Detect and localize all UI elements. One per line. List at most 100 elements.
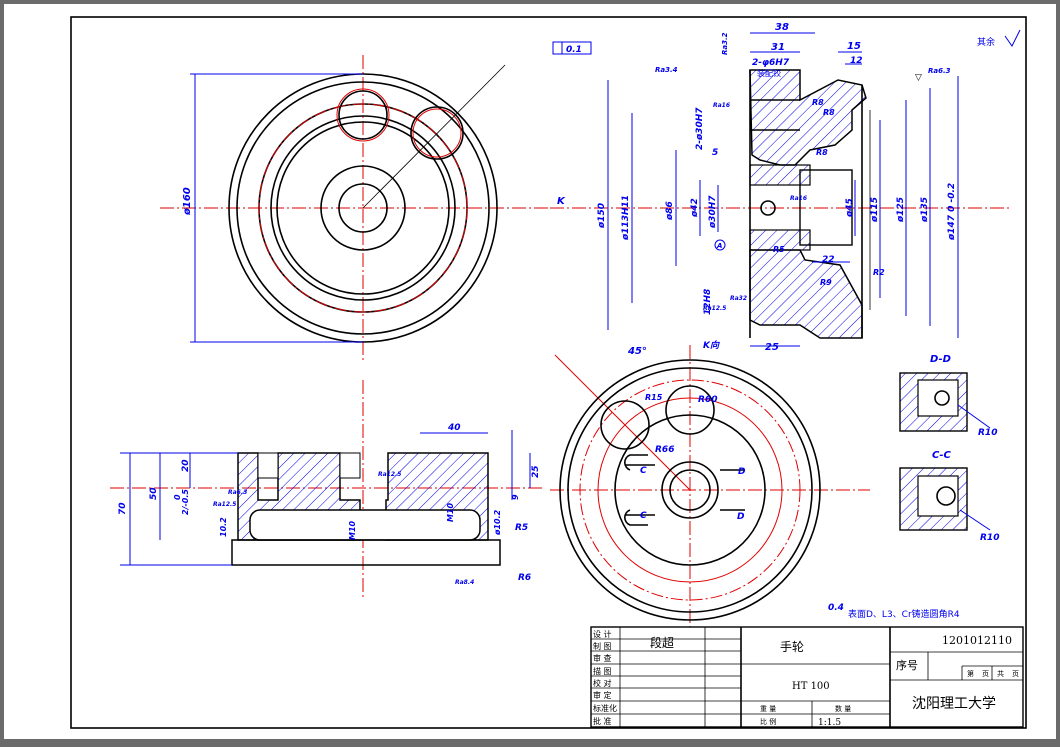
ra-top: Ra3.2 — [721, 32, 729, 55]
sheet-label-0: 第 — [967, 669, 974, 678]
dim-d147: ø147 0 -0.2 — [947, 183, 957, 241]
dim-r15: R15 — [645, 393, 663, 402]
side-section-view: 40 70 50 20 2/-0.5 0 10.2 M10 M10 ø10.2 … — [110, 380, 545, 600]
datum-a: A — [716, 242, 722, 250]
part-name: 手轮 — [780, 640, 804, 654]
tb-row-3: 描 图 — [593, 666, 612, 676]
dim-0: 0 — [173, 494, 182, 500]
title-block: 设 计 制 图 审 查 描 图 校 对 审 定 标准化 批 准 段超 手轮 HT… — [590, 626, 1024, 728]
ra84: Ra8.4 — [455, 579, 474, 586]
dim-phi6: 2-φ6H7 — [752, 58, 790, 68]
section-dd-title: D-D — [930, 354, 951, 365]
roughness-mark-icon: ▽ — [915, 73, 922, 83]
dim-m10b: M10 — [446, 502, 455, 522]
tb-row-4: 校 对 — [593, 678, 612, 688]
section-c-top: C — [640, 466, 647, 476]
tb-row-1: 制 图 — [593, 641, 612, 651]
surface-note: 其余 — [977, 36, 995, 48]
school-name: 沈阳理工大学 — [912, 696, 996, 712]
dim-38: 38 — [775, 22, 789, 33]
dim-r8c: R8 — [816, 148, 828, 157]
serial-label: 序号 — [896, 658, 918, 672]
sheet-label-2: 共 — [997, 669, 1004, 678]
dim-d102b: ø10.2 — [493, 509, 502, 536]
dim-50: 50 — [149, 487, 159, 500]
k-view-title: K向 — [703, 340, 720, 351]
dim-r8a: R8 — [812, 98, 824, 107]
ra125b: Ra12.5 — [378, 471, 401, 478]
dim-31: 31 — [771, 42, 785, 53]
dim-20: 20 — [181, 459, 191, 472]
dim-d30h7: ø30H7 — [708, 195, 718, 229]
dim-d42: ø42 — [690, 198, 700, 218]
ra32: Ra32 — [730, 295, 747, 302]
ra-left: Ra3.4 — [655, 66, 678, 74]
weight-label: 重 量 — [760, 705, 776, 713]
dim-d115: ø115 — [870, 197, 880, 223]
section-dd: D-D R10 — [899, 354, 997, 438]
designer-name: 段超 — [650, 635, 674, 650]
tb-row-0: 设 计 — [593, 629, 612, 639]
tb-row-5: 审 定 — [593, 690, 612, 700]
scale-value: 1:1.5 — [818, 718, 841, 728]
ra63: Ra6.3 — [228, 489, 247, 496]
dim-102a: 10.2 — [219, 517, 228, 537]
qty-label: 数 量 — [835, 704, 851, 713]
dim-d113: ø113H11 — [621, 195, 631, 241]
section-cc-r10: R10 — [980, 533, 999, 543]
dim-12h8: 12H8 — [703, 289, 713, 315]
casting-note: 表面D、L3、Cr铸造圆角R4 — [848, 608, 960, 620]
drawing-number: 1201012110 — [942, 634, 1012, 647]
dim-r66: R66 — [655, 445, 674, 455]
ra125a: Ra12.5 — [213, 501, 236, 508]
section-d-bottom: D — [737, 512, 745, 522]
pin-note: 装配铰 — [757, 68, 781, 78]
dim-m10a: M10 — [348, 520, 357, 540]
dim-r2: R2 — [873, 268, 885, 277]
dim-d150: ø150 — [597, 203, 607, 229]
roughness-icon — [1004, 29, 1021, 47]
dim-r6: R6 — [518, 573, 531, 583]
drawing-border — [70, 16, 1027, 729]
k-view: 45° K向 R60 R66 R15 C C D D — [550, 340, 870, 640]
dim-25-bl: 25 — [531, 465, 541, 478]
tb-row-6: 标准化 — [593, 703, 617, 713]
dim-05: 2/-0.5 — [181, 489, 190, 515]
paper — [4, 4, 1056, 739]
angle-45: 45° — [627, 346, 647, 357]
dim-r60: R60 — [698, 395, 717, 405]
dim-r8b: R8 — [823, 108, 835, 117]
dim-9: 9 — [511, 494, 520, 500]
material: HT 100 — [792, 681, 830, 692]
sheet-label-1: 页 — [982, 670, 989, 678]
dim-70: 70 — [118, 502, 128, 515]
section-dd-r10: R10 — [978, 428, 997, 438]
section-cc-title: C-C — [932, 450, 951, 461]
section-d-top: D — [738, 467, 746, 477]
dim-d86: ø86 — [665, 201, 675, 221]
front-view: ø160 — [160, 55, 560, 360]
section-view: 38 31 15 12 2-φ6H7 装配铰 Ra6.3 Ra3.4 Ra3.2… — [550, 22, 1010, 353]
section-c-bottom: C — [640, 511, 647, 521]
dim-d45: ø45 — [845, 198, 855, 218]
section-cc: C-C R10 — [899, 450, 999, 543]
dim-d125: ø125 — [896, 197, 906, 223]
dim-d135: ø135 — [920, 197, 930, 223]
dim-d160: ø160 — [182, 187, 193, 216]
ra-top-right: Ra6.3 — [928, 67, 951, 75]
dim-r5-bl: R5 — [515, 523, 528, 533]
scale-label: 比 例 — [760, 717, 776, 726]
dim-40: 40 — [447, 423, 461, 433]
ra125-top: Ra12.5 — [703, 305, 726, 312]
dim-25: 25 — [765, 342, 779, 353]
dim-r9: R9 — [820, 278, 832, 287]
dim-22: 22 — [822, 255, 835, 265]
dim-5: 5 — [712, 148, 718, 158]
dim-15: 15 — [847, 41, 861, 52]
view-k-label: K — [557, 196, 566, 207]
dim-12: 12 — [850, 56, 863, 66]
dim-r5: R5 — [773, 245, 785, 254]
note-roughness: 0.4 — [828, 603, 844, 613]
